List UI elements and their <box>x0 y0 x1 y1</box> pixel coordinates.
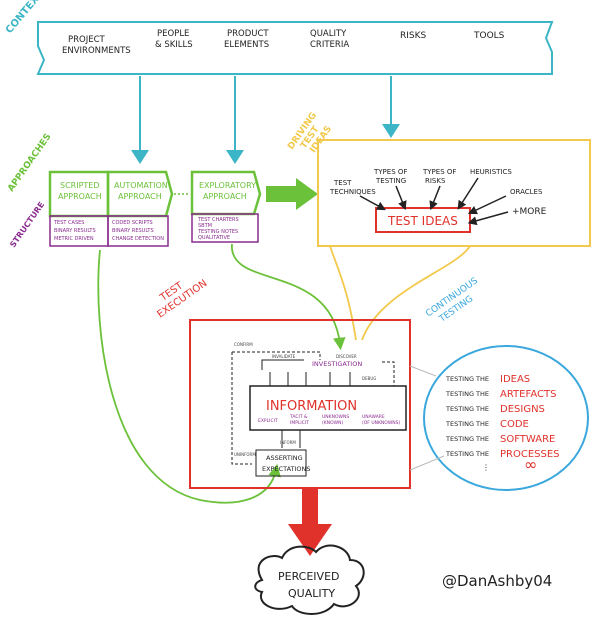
exec-small-debug: DEBUG <box>362 376 376 381</box>
exec-small-invalidate: INVALIDATE <box>272 354 296 359</box>
idea-arrow-6 <box>467 211 509 226</box>
exec-small-uninform: UNINFORM <box>234 452 256 457</box>
information-box <box>249 385 407 431</box>
idea-arrow-5 <box>467 195 507 215</box>
signature: @DanAshby04 <box>442 572 552 590</box>
exec-loop-outer <box>231 351 321 465</box>
info-sub-tacit: TACIT &IMPLICIT <box>289 414 309 426</box>
continuous-prefix-2: TESTING THE <box>445 390 489 398</box>
idea-arrow-1 <box>359 195 386 211</box>
exploratory-structure-box <box>191 213 259 243</box>
approaches-tag: APPROACHES <box>6 132 53 194</box>
exploratory-approach-box <box>190 170 262 216</box>
execution-box <box>189 319 411 489</box>
context-item-tools: TOOLS <box>473 31 505 41</box>
continuous-item-ideas: IDEAS <box>500 374 530 385</box>
driving-funnel <box>329 245 471 341</box>
continuous-list: TESTING THE IDEAS TESTING THE ARTEFACTS … <box>445 374 560 474</box>
continuous-item-code: CODE <box>500 419 529 430</box>
info-sub-unaware: UNAWARE(OF UNKNOWNS) <box>362 414 401 426</box>
context-arrowhead-2 <box>226 150 244 164</box>
exec-small-inform: INFORM <box>280 440 296 445</box>
context-tag: CONTEXT <box>4 0 46 36</box>
context-arrowhead-1 <box>131 150 149 164</box>
exec-loop-top <box>261 359 351 386</box>
continuous-item-designs: DESIGNS <box>500 404 545 415</box>
exec-loop-right <box>382 361 395 386</box>
continuous-item-artefacts: ARTEFACTS <box>500 389 556 400</box>
continuous-bubble <box>423 345 589 491</box>
continuous-prefix-1: TESTING THE <box>445 375 489 383</box>
continuous-item-software: SOFTWARE <box>500 434 555 445</box>
exec-small-confirm: CONFIRM <box>234 342 253 347</box>
test-ideas-label: TEST IDEAS <box>387 214 458 228</box>
continuous-dots: ⋮ <box>482 463 490 472</box>
context-item-people: PEOPLE& SKILLS <box>155 29 193 50</box>
continuous-prefix-5: TESTING THE <box>445 435 489 443</box>
context-arrowhead-3 <box>382 124 400 138</box>
idea-arrow-3 <box>429 185 441 211</box>
automation-approach-box <box>106 170 174 218</box>
driving-tag: DRIVINGTESTIDEAS <box>286 111 335 163</box>
context-banner <box>36 21 554 75</box>
exploratory-flow-line <box>231 243 346 351</box>
continuous-tag: CONTINUOUSTESTING <box>424 276 487 329</box>
exec-to-assert <box>281 430 301 448</box>
to-test-ideas-arrow <box>266 178 318 210</box>
context-item-risks: RISKS <box>400 31 427 41</box>
idea-arrow-2 <box>395 185 407 211</box>
info-sub-unknowns: UNKNOWNS(KNOWN) <box>322 414 349 426</box>
continuous-prefix-6: TESTING THE <box>445 450 489 458</box>
structure-tag: STRUCTURE <box>8 200 46 249</box>
continuous-connector-1 <box>409 365 437 377</box>
continuous-prefix-3: TESTING THE <box>445 405 489 413</box>
scripted-flow-line <box>97 249 281 504</box>
continuous-prefix-4: TESTING THE <box>445 420 489 428</box>
idea-arrow-4 <box>457 177 479 210</box>
driving-item-more: +MORE <box>512 207 547 217</box>
continuous-item-processes: PROCESSES <box>500 449 560 460</box>
info-sub-explicit: EXPLICIT <box>258 418 278 424</box>
perceived-cloud <box>254 544 365 615</box>
asserting-box <box>255 449 307 477</box>
execution-tag: TESTEXECUTION <box>149 268 210 320</box>
driving-item-oracles: ORACLES <box>510 188 543 196</box>
driving-box <box>317 139 591 247</box>
driving-item-heuristics: HEURISTICS <box>470 168 512 176</box>
to-perceived-arrow <box>288 488 332 556</box>
investigation-label: INVESTIGATION <box>312 360 362 368</box>
information-label: INFORMATION <box>266 399 357 414</box>
continuous-infinity: ∞ <box>524 455 537 474</box>
automation-structure-box <box>107 215 169 247</box>
continuous-connector-2 <box>409 455 445 471</box>
exec-small-discover: DISCOVER <box>336 354 357 359</box>
